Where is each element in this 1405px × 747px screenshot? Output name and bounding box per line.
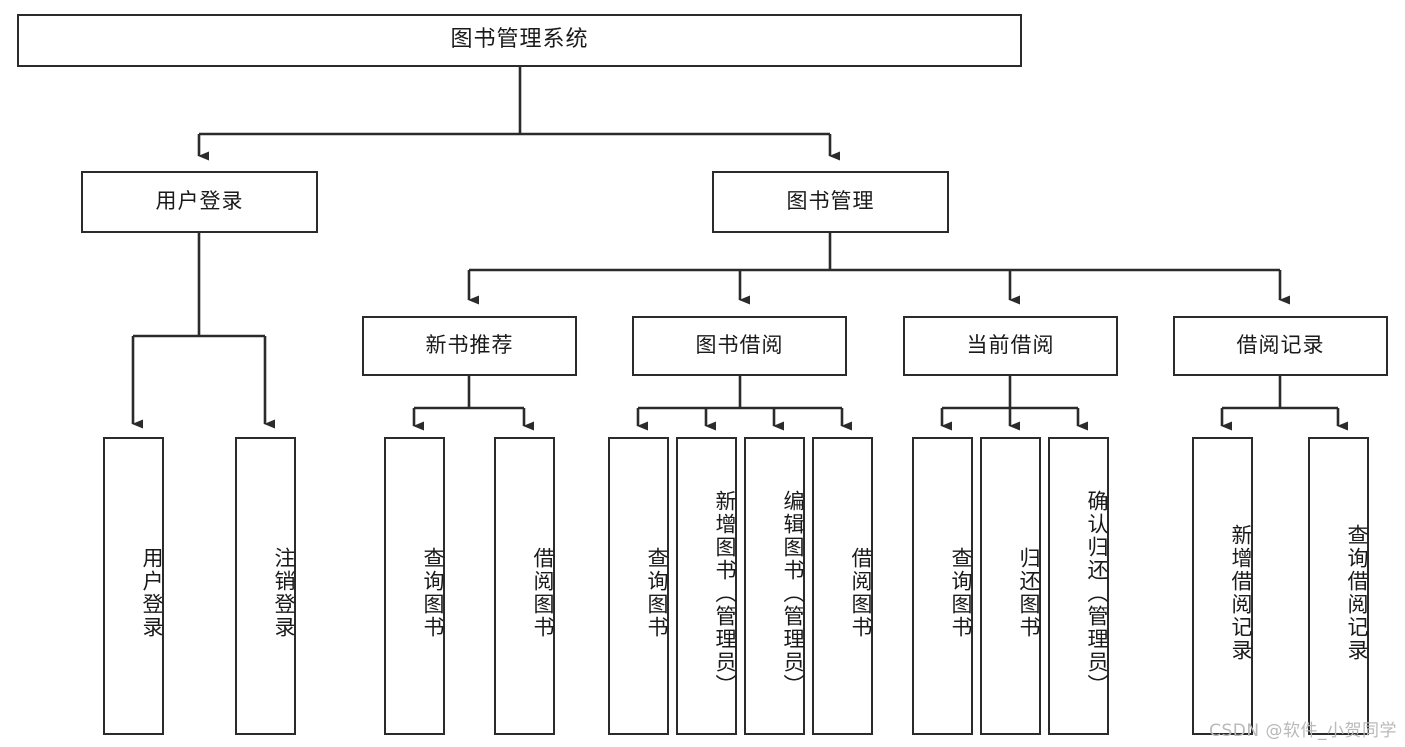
leaf-query-book-new[interactable]: 查询图书 xyxy=(384,437,445,735)
leaf-query-borrow-record[interactable]: 查询借阅记录 xyxy=(1308,437,1369,735)
node-label: 查询图书 xyxy=(421,547,445,639)
node-label: 注销登录 xyxy=(272,547,296,639)
node-current-borrow[interactable]: 当前借阅 xyxy=(903,316,1118,376)
node-label: 借阅图书 xyxy=(531,547,555,639)
node-label: 确认归还（管理员） xyxy=(1085,489,1109,697)
leaf-add-borrow-record[interactable]: 新增借阅记录 xyxy=(1192,437,1253,735)
node-label: 借阅图书 xyxy=(849,547,873,639)
leaf-borrow-book[interactable]: 借阅图书 xyxy=(812,437,873,735)
node-label: 新增图书（管理员） xyxy=(713,489,737,697)
csdn-watermark: CSDN @软件_小贺同学 xyxy=(1209,721,1397,741)
leaf-edit-book-admin[interactable]: 编辑图书（管理员） xyxy=(744,437,805,735)
leaf-logout-login[interactable]: 注销登录 xyxy=(235,437,296,735)
node-label: 新增借阅记录 xyxy=(1229,524,1253,662)
node-label: 当前借阅 xyxy=(966,333,1055,358)
node-label: 编辑图书（管理员） xyxy=(781,489,805,697)
leaf-query-book-current[interactable]: 查询图书 xyxy=(912,437,973,735)
node-label: 查询借阅记录 xyxy=(1345,524,1369,662)
node-label: 图书管理 xyxy=(786,189,875,214)
leaf-return-book[interactable]: 归还图书 xyxy=(980,437,1041,735)
leaf-borrow-book-new[interactable]: 借阅图书 xyxy=(494,437,555,735)
node-new-book-recommend[interactable]: 新书推荐 xyxy=(362,316,577,376)
node-label: 查询图书 xyxy=(949,547,973,639)
node-root-system[interactable]: 图书管理系统 xyxy=(17,14,1022,67)
node-borrow-record[interactable]: 借阅记录 xyxy=(1173,316,1388,376)
leaf-confirm-return-admin[interactable]: 确认归还（管理员） xyxy=(1048,437,1109,735)
node-label: 借阅记录 xyxy=(1236,333,1325,358)
leaf-add-book-admin[interactable]: 新增图书（管理员） xyxy=(676,437,737,735)
node-book-management[interactable]: 图书管理 xyxy=(712,171,949,233)
node-user-login[interactable]: 用户登录 xyxy=(81,171,318,233)
node-label: 查询图书 xyxy=(645,547,669,639)
node-label: 图书管理系统 xyxy=(450,27,589,53)
leaf-query-book-borrow[interactable]: 查询图书 xyxy=(608,437,669,735)
node-label: 归还图书 xyxy=(1017,547,1041,639)
node-label: 用户登录 xyxy=(140,547,164,639)
node-label: 用户登录 xyxy=(155,189,244,214)
leaf-user-login[interactable]: 用户登录 xyxy=(103,437,164,735)
node-book-borrow[interactable]: 图书借阅 xyxy=(632,316,847,376)
node-label: 图书借阅 xyxy=(695,333,784,358)
node-label: 新书推荐 xyxy=(425,333,514,358)
